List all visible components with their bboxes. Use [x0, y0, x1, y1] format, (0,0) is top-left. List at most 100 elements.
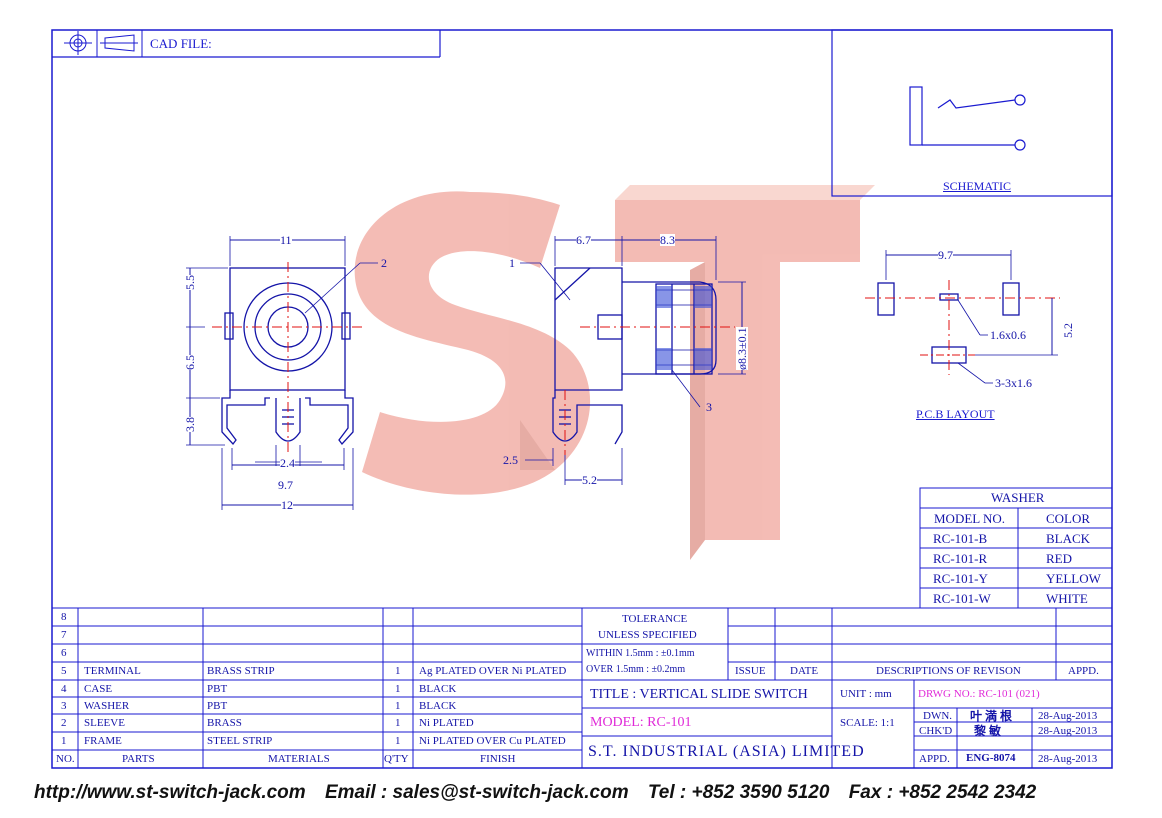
email-link[interactable]: Email : sales@st-switch-jack.com: [324, 782, 629, 803]
bom-no: 4: [61, 683, 67, 695]
bom-head-materials: MATERIALS: [268, 753, 330, 765]
scale-label: SCALE: 1:1: [840, 717, 895, 729]
bom-part: FRAME: [84, 735, 122, 747]
bom-part: CASE: [84, 683, 113, 695]
bom-finish: BLACK: [419, 683, 457, 695]
washer-hatch: [656, 286, 712, 370]
washer-row-model: RC-101-W: [933, 591, 991, 606]
company-name: S.T. INDUSTRIAL (ASIA) LIMITED: [588, 743, 865, 760]
bom-head-parts: PARTS: [122, 753, 155, 765]
dwn-date: 28-Aug-2013: [1038, 710, 1098, 722]
dim-side-2-5: 2.5: [503, 453, 518, 467]
bom-qty: 1: [395, 717, 401, 729]
chkd-label: CHK'D: [919, 725, 953, 737]
bom-no: 3: [61, 700, 67, 712]
dim-front-height-3-8: 3.8: [183, 417, 197, 432]
drawing-title: TITLE : VERTICAL SLIDE SWITCH: [590, 687, 808, 702]
dim-pcb-hole: 3-3x1.6: [995, 376, 1032, 390]
washer-col-model: MODEL NO.: [934, 511, 1006, 526]
washer-row-color: YELLOW: [1046, 571, 1101, 586]
cad-file-header: [52, 30, 441, 58]
bom-no: 7: [61, 629, 67, 641]
schematic-box: [831, 29, 1113, 197]
tolerance-within: WITHIN 1.5mm : ±0.1mm: [586, 648, 695, 659]
unit-label: UNIT : mm: [840, 688, 892, 700]
dwn-name: 叶 満 根: [970, 709, 1013, 723]
bom-material: BRASS STRIP: [207, 665, 275, 677]
st-watermark-logo: [354, 185, 875, 560]
appd-date: 28-Aug-2013: [1038, 753, 1098, 765]
bom-material: STEEL STRIP: [207, 735, 273, 747]
appd-label: APPD.: [919, 753, 950, 765]
bom-no: 2: [61, 717, 67, 729]
dim-side-diameter: ø8.3±0.1: [735, 327, 749, 370]
fax-text: Fax : +852 2542 2342: [848, 782, 1037, 803]
revision-appd: APPD.: [1068, 665, 1099, 677]
dim-pcb-pad: 1.6x0.6: [990, 328, 1026, 342]
dim-side-6-7: 6.7: [576, 233, 591, 247]
bom-table-grid: [52, 607, 1112, 768]
bom-qty: 1: [395, 683, 401, 695]
washer-title: WASHER: [991, 490, 1045, 505]
dim-pcb-9-7: 9.7: [938, 248, 953, 262]
front-view: [186, 236, 378, 510]
bom-material: PBT: [207, 683, 228, 695]
pcb-layout-label: P.C.B LAYOUT: [916, 407, 995, 421]
drawing-number: DRWG NO.: RC-101 (021): [918, 688, 1040, 700]
dim-front-height-6-5: 6.5: [183, 355, 197, 370]
callout-2: 2: [381, 256, 387, 270]
tolerance-over: OVER 1.5mm : ±0.2mm: [586, 664, 686, 675]
bom-qty: 1: [395, 665, 401, 677]
revision-desc: DESCRIPTIONS OF REVISON: [876, 665, 1021, 677]
callout-1: 1: [509, 256, 515, 270]
washer-col-color: COLOR: [1046, 511, 1091, 526]
washer-row-model: RC-101-R: [933, 551, 988, 566]
bom-finish: Ni PLATED OVER Cu PLATED: [419, 735, 566, 747]
bom-material: BRASS: [207, 717, 242, 729]
bom-part: SLEEVE: [84, 717, 125, 729]
tel-text: Tel : +852 3590 5120: [647, 782, 830, 803]
bom-qty: 1: [395, 700, 401, 712]
bom-no: 1: [61, 735, 67, 747]
dim-pcb-5-2: 5.2: [1061, 323, 1075, 338]
bom-material: PBT: [207, 700, 228, 712]
bom-no: 5: [61, 665, 67, 677]
washer-table-grid: [919, 487, 1113, 609]
washer-row-color: RED: [1046, 551, 1072, 566]
contact-footer: http://www.st-switch-jack.com Email : sa…: [34, 782, 1050, 804]
dim-front-pin-2-4: 2.4: [280, 456, 295, 470]
bom-finish: Ag PLATED OVER Ni PLATED: [419, 665, 567, 677]
washer-row-color: BLACK: [1046, 531, 1091, 546]
revision-issue: ISSUE: [735, 665, 766, 677]
pcb-layout: [865, 250, 1060, 384]
model-number: MODEL: RC-101: [590, 715, 692, 730]
schematic-label: SCHEMATIC: [943, 179, 1012, 193]
bom-head-qty: Q'TY: [384, 753, 409, 765]
bom-part: WASHER: [84, 700, 130, 712]
bom-no: 6: [61, 647, 67, 659]
appd-name: ENG-8074: [966, 752, 1016, 764]
chkd-date: 28-Aug-2013: [1038, 725, 1098, 737]
bom-finish: BLACK: [419, 700, 457, 712]
washer-row-color: WHITE: [1046, 591, 1088, 606]
bom-no: 8: [61, 611, 67, 623]
bom-qty: 1: [395, 735, 401, 747]
dim-side-5-2: 5.2: [582, 473, 597, 487]
bom-part: TERMINAL: [84, 665, 141, 677]
revision-date: DATE: [790, 665, 819, 677]
dim-side-8-3: 8.3: [660, 233, 675, 247]
dim-front-width-12: 12: [281, 498, 293, 512]
dwn-label: DWN.: [923, 710, 953, 722]
washer-row-model: RC-101-B: [933, 531, 988, 546]
tolerance-title: TOLERANCE: [622, 613, 688, 625]
cad-file-label: CAD FILE:: [150, 36, 212, 51]
website-link[interactable]: http://www.st-switch-jack.com: [34, 782, 306, 803]
tolerance-subtitle: UNLESS SPECIFIED: [598, 629, 697, 641]
callout-3: 3: [706, 400, 712, 414]
dim-front-height-5-5: 5.5: [183, 275, 197, 290]
chkd-name: 黎 敏: [974, 724, 1002, 738]
bom-head-finish: FINISH: [480, 753, 516, 765]
dim-front-width-9-7: 9.7: [278, 478, 293, 492]
bom-finish: Ni PLATED: [419, 717, 474, 729]
